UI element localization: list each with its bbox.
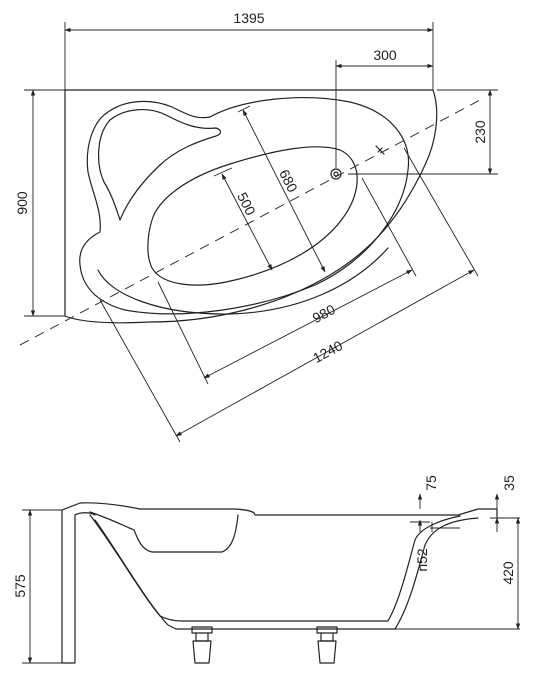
ext-tick	[213, 167, 233, 177]
foot-pad-left	[192, 640, 212, 664]
dim-outer-length	[175, 269, 475, 437]
foot-pad-right	[317, 640, 337, 664]
overflow-mark	[375, 145, 385, 155]
label-rim-drop-a: 75	[423, 475, 439, 491]
label-outer-length: 1240	[310, 337, 345, 366]
ext-line	[99, 299, 181, 443]
label-inner-length: 980	[310, 301, 338, 326]
shell-inner-profile	[89, 514, 461, 622]
label-drain-offset-y: 230	[472, 120, 488, 144]
foot-bracket-left	[191, 626, 213, 634]
label-drain-offset-x: 300	[373, 47, 397, 63]
label-inner-short: 500	[234, 190, 259, 218]
ext-line	[361, 177, 417, 277]
plan-view: 1395 300 230 900 680 500 980 1240	[14, 10, 498, 443]
foot-stem-left	[195, 632, 209, 642]
inner-ledge-line	[97, 247, 389, 315]
front-panel	[61, 509, 96, 664]
dim-inner-short	[221, 173, 273, 271]
dim-inner-length	[203, 269, 413, 379]
label-overall-width: 1395	[233, 10, 264, 26]
label-rim-drop-b: 35	[501, 475, 517, 491]
drain-hole	[330, 168, 342, 180]
foot-stem-right	[320, 632, 334, 642]
rim-top-line	[61, 502, 498, 519]
shell-outer-profile	[94, 517, 479, 630]
label-inner-width: 680	[276, 167, 301, 195]
label-overflow-height: n52	[414, 548, 430, 572]
side-view: 575 75 35 n52 420	[12, 475, 521, 664]
foot-bracket-right	[316, 626, 338, 634]
seat-recess-outline	[98, 109, 222, 221]
drain-center	[333, 171, 339, 177]
dim-inner-width	[242, 109, 326, 273]
inner-basin-outline	[147, 146, 358, 286]
ext-line	[157, 281, 209, 385]
label-bath-depth: 420	[500, 561, 516, 585]
ext-line	[403, 147, 479, 277]
seat-profile	[89, 511, 239, 553]
ext-tick	[237, 105, 251, 113]
label-total-height: 575	[12, 574, 28, 598]
support-feet	[191, 626, 338, 664]
label-overall-depth: 900	[14, 191, 30, 215]
